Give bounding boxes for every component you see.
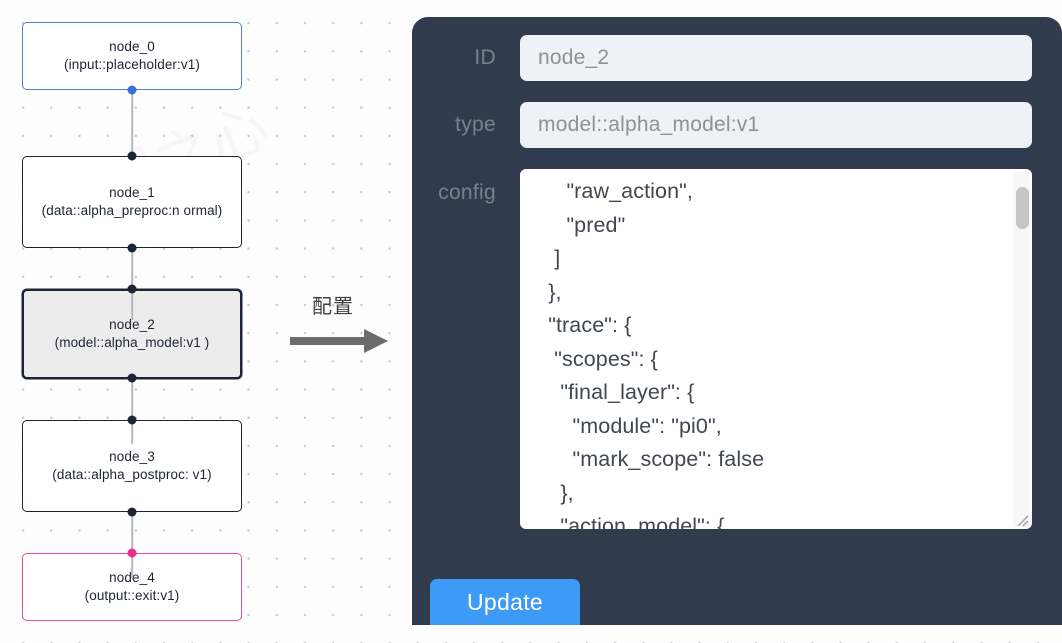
edge-node2-node3	[131, 378, 133, 444]
node-port-node_1-out[interactable]	[127, 243, 137, 253]
resize-handle-icon[interactable]	[1013, 511, 1029, 527]
arrow-label: 配置	[312, 294, 354, 318]
node-title: node_0	[109, 39, 155, 55]
field-row-id: ID	[412, 35, 1032, 81]
node-subtitle: (input::placeholder:v1)	[64, 57, 200, 72]
config-field-label: config	[438, 181, 496, 204]
field-row-config: config "raw_action", "pred" ] }, "trace"…	[412, 169, 1032, 529]
node-port-node_4-in[interactable]	[127, 548, 137, 558]
node-port-node_2-in[interactable]	[127, 284, 137, 294]
config-textarea-wrap: "raw_action", "pred" ] }, "trace": { "sc…	[520, 169, 1032, 529]
node-port-node_0-out[interactable]	[127, 85, 137, 95]
edge-node1-node2	[131, 248, 133, 320]
node-port-node_2-out[interactable]	[127, 373, 137, 383]
transition-arrow-group: 配置	[290, 290, 400, 360]
edge-node3-node4	[131, 512, 133, 578]
config-scrollbar-thumb[interactable]	[1016, 187, 1029, 229]
node-subtitle: (model::alpha_model:v1 )	[54, 335, 210, 350]
id-field-label: ID	[474, 46, 496, 69]
node-config-panel: ID type config "raw_action", "pred" ] },…	[412, 17, 1062, 625]
update-button[interactable]: Update	[430, 579, 580, 625]
id-input[interactable]	[520, 35, 1032, 81]
config-textarea[interactable]: "raw_action", "pred" ] }, "trace": { "sc…	[520, 169, 1032, 529]
node-subtitle: (output::exit:v1)	[84, 588, 180, 603]
node-port-node_1-in[interactable]	[127, 151, 137, 161]
node-title: node_1	[109, 185, 155, 201]
config-scrollbar[interactable]	[1013, 171, 1030, 527]
node-title: node_2	[109, 317, 155, 333]
node-title: node_3	[109, 449, 155, 465]
node-subtitle: (data::alpha_preproc:n ormal)	[41, 203, 223, 218]
right-arrow-icon	[290, 329, 388, 353]
node-port-node_3-in[interactable]	[127, 415, 137, 425]
edge-node0-node1	[131, 90, 133, 156]
graph-node-node_0[interactable]: node_0 (input::placeholder:v1)	[22, 22, 242, 90]
type-field-label: type	[455, 113, 496, 136]
field-row-type: type	[412, 102, 1032, 148]
node-subtitle: (data::alpha_postproc: v1)	[52, 467, 212, 482]
node-graph[interactable]: node_0 (input::placeholder:v1) node_1 (d…	[0, 0, 400, 643]
type-input[interactable]	[520, 102, 1032, 148]
graph-node-node_1[interactable]: node_1 (data::alpha_preproc:n ormal)	[22, 156, 242, 248]
node-port-node_3-out[interactable]	[127, 507, 137, 517]
